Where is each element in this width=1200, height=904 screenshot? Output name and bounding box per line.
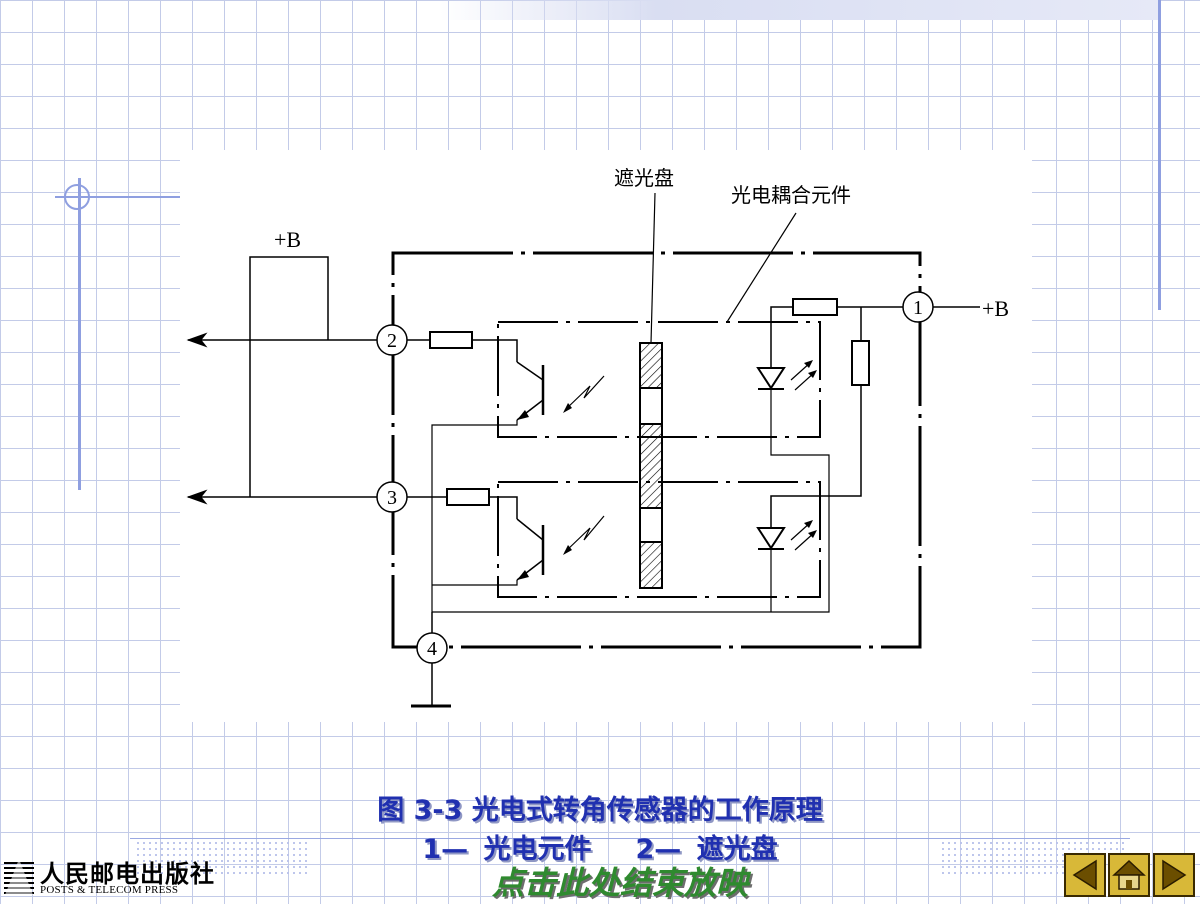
node-4-label: 4 bbox=[427, 638, 437, 660]
plus-b-right-label: +B bbox=[982, 296, 1009, 321]
left-decor-rule bbox=[78, 178, 81, 490]
node-4: 4 bbox=[416, 632, 448, 664]
bottom-decor-rule bbox=[130, 838, 1130, 839]
home-icon bbox=[1112, 859, 1146, 890]
top-decor-band bbox=[440, 0, 1160, 20]
legend-item-2: 2— 遮光盘 bbox=[635, 834, 778, 865]
node-1: 1 bbox=[902, 291, 934, 323]
node-2: 2 bbox=[376, 324, 408, 356]
node-3-label: 3 bbox=[387, 487, 397, 509]
legend-item-1: 1— 光电元件 bbox=[422, 834, 592, 865]
circuit-diagram: 1 2 3 4 遮光盘 光电耦合元件 +B +B bbox=[180, 150, 1032, 722]
prev-slide-button[interactable] bbox=[1064, 853, 1106, 897]
triangle-right-icon bbox=[1162, 859, 1187, 891]
resistor-r1 bbox=[792, 298, 838, 316]
left-supply-wire bbox=[249, 256, 329, 497]
bottom-decor-band-left bbox=[135, 840, 310, 878]
upper-led bbox=[756, 360, 817, 391]
left-decor-rule-horizontal bbox=[55, 196, 180, 198]
figure-legend: 1— 光电元件 2— 遮光盘 bbox=[200, 827, 1000, 866]
publisher-name-cn: 人民邮电出版社 bbox=[40, 859, 215, 888]
home-button[interactable] bbox=[1108, 853, 1150, 897]
resistor-r3 bbox=[446, 488, 490, 506]
publisher-mark-icon bbox=[4, 859, 34, 895]
shade-disk bbox=[639, 342, 663, 589]
coupler-label: 光电耦合元件 bbox=[731, 183, 851, 207]
shade-disk-label: 遮光盘 bbox=[614, 166, 674, 190]
sensor-housing bbox=[391, 251, 922, 649]
end-show-link[interactable]: 点击此处结束放映 bbox=[491, 864, 748, 902]
plus-b-left-label: +B bbox=[274, 227, 301, 252]
node-3: 3 bbox=[376, 481, 408, 513]
figure-caption: 图 3-3 光电式转角传感器的工作原理 bbox=[377, 795, 823, 826]
upper-phototransistor bbox=[431, 361, 605, 612]
resistor-r4 bbox=[851, 340, 870, 386]
node-2-label: 2 bbox=[387, 330, 397, 352]
publisher-logo: 人民邮电出版社 POSTS & TELECOM PRESS bbox=[0, 853, 214, 900]
node-1-label: 1 bbox=[913, 297, 923, 319]
right-decor-rule bbox=[1158, 0, 1161, 310]
resistor-r2 bbox=[429, 331, 473, 349]
next-slide-button[interactable] bbox=[1153, 853, 1195, 897]
publisher-name-en: POSTS & TELECOM PRESS bbox=[40, 884, 179, 896]
lower-phototransistor bbox=[432, 515, 605, 586]
triangle-left-icon bbox=[1072, 859, 1097, 891]
left-decor-circle bbox=[64, 184, 90, 210]
lower-led bbox=[756, 520, 817, 551]
